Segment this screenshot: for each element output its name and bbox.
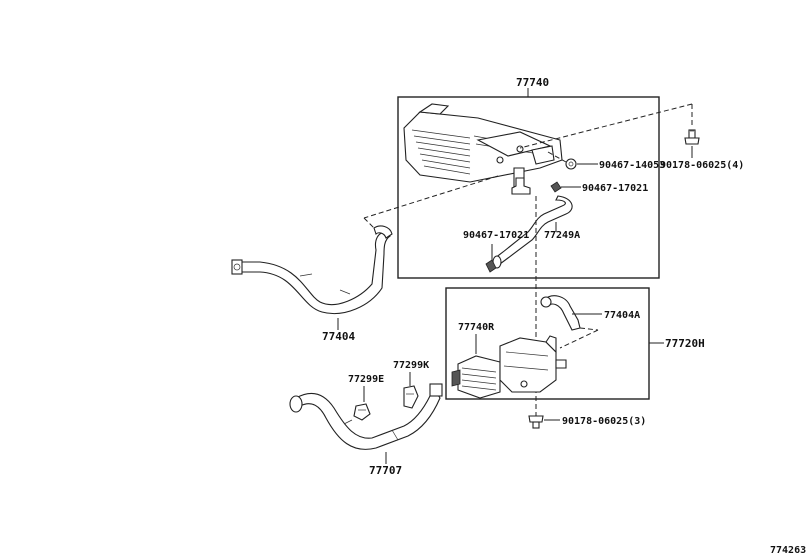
dash-canister-to-hose-77404 xyxy=(363,175,499,219)
label-77707[interactable]: 77707 xyxy=(369,464,402,477)
leak-detection-pump-77740r[interactable] xyxy=(451,355,501,399)
label-77720h[interactable]: 77720H xyxy=(665,337,705,350)
label-77249a[interactable]: 77249A xyxy=(544,230,580,241)
valve-assembly-group: 77720H 77404A 77740R xyxy=(445,287,705,400)
label-77740[interactable]: 77740 xyxy=(516,76,549,89)
dash-bolt4-to-canister xyxy=(519,103,693,149)
label-90178-06025-3[interactable]: 90178-06025(3) xyxy=(562,416,646,427)
clip-90467-17021-upper[interactable] xyxy=(550,181,562,193)
charcoal-canister[interactable] xyxy=(403,103,563,191)
vsv-valve-body[interactable] xyxy=(499,335,567,393)
bolt-90178-3[interactable] xyxy=(528,415,544,429)
clip-90467-14053[interactable] xyxy=(565,158,577,170)
canister-assembly-group: 77740 90178-06025(4) xyxy=(397,76,744,279)
label-90467-14053[interactable]: 90467-14053 xyxy=(599,160,665,171)
dash-77404a-to-valve xyxy=(559,329,599,349)
canister-outlet xyxy=(511,177,531,195)
dash-77404a xyxy=(579,327,599,331)
label-77299e[interactable]: 77299E xyxy=(348,374,384,385)
label-77299k[interactable]: 77299K xyxy=(393,360,429,371)
label-77740r[interactable]: 77740R xyxy=(458,322,495,333)
clip-90467-17021-lower[interactable] xyxy=(485,259,497,273)
hose-77249a[interactable] xyxy=(492,195,573,269)
hose-77707[interactable] xyxy=(289,383,443,450)
label-77404[interactable]: 77404 xyxy=(322,330,355,343)
hose-77404[interactable] xyxy=(231,225,393,315)
hose-77404a[interactable] xyxy=(540,295,581,331)
dash-hose-77404-end xyxy=(363,217,377,231)
label-90467-17021-lower[interactable]: 90467-17021 xyxy=(463,230,529,241)
diagram-reference-id: 774263 xyxy=(770,545,806,556)
clamp-77299e[interactable] xyxy=(353,403,371,421)
bolt-90178-4[interactable] xyxy=(684,129,700,145)
dash-clip-14053 xyxy=(547,151,567,163)
label-77404a[interactable]: 77404A xyxy=(604,310,640,321)
label-90467-17021-upper[interactable]: 90467-17021 xyxy=(582,183,648,194)
clamp-77299k[interactable] xyxy=(403,385,419,409)
label-90178-06025-4[interactable]: 90178-06025(4) xyxy=(660,160,744,171)
